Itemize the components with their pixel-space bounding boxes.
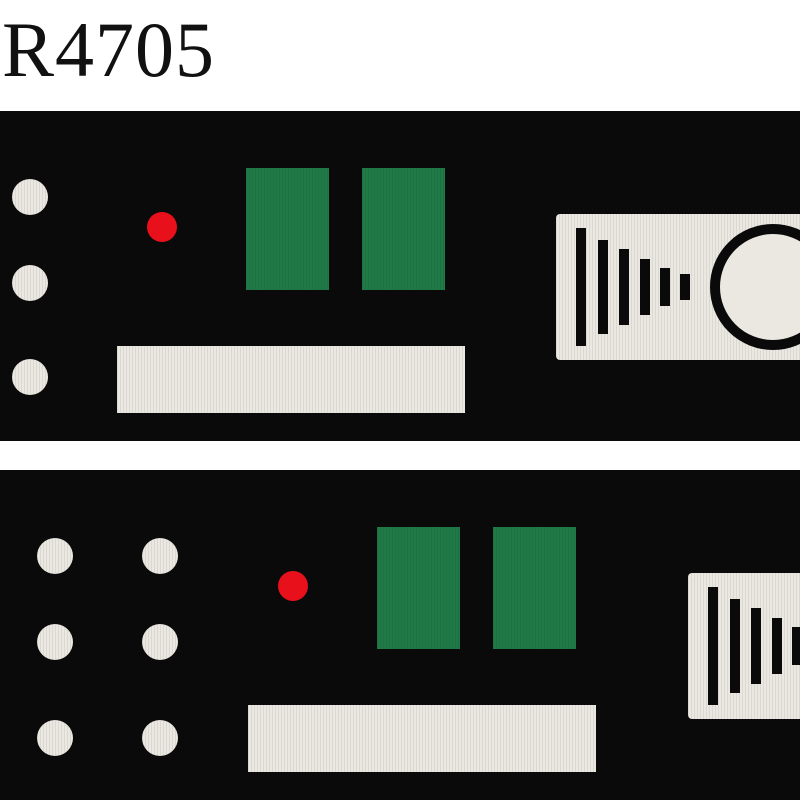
green-square bbox=[362, 168, 445, 290]
stripe bbox=[708, 587, 718, 705]
green-square bbox=[377, 527, 460, 649]
ribbon-swatch-top bbox=[0, 111, 800, 441]
green-square bbox=[246, 168, 329, 290]
white-dot bbox=[37, 720, 73, 756]
white-dot bbox=[12, 359, 48, 395]
white-dot bbox=[142, 624, 178, 660]
camera-panel bbox=[688, 573, 800, 719]
stripe bbox=[576, 228, 586, 346]
ribbon-swatch-bottom bbox=[0, 470, 800, 800]
stripe bbox=[619, 249, 629, 325]
red-dot bbox=[278, 571, 308, 601]
green-square bbox=[493, 527, 576, 649]
stripe bbox=[792, 627, 800, 665]
cream-bar bbox=[117, 346, 465, 413]
stripe bbox=[751, 608, 761, 684]
product-code: R4705 bbox=[2, 6, 216, 93]
stripe bbox=[772, 618, 782, 674]
stripe bbox=[730, 599, 740, 693]
white-dot bbox=[142, 720, 178, 756]
stripe bbox=[680, 274, 690, 300]
stripe bbox=[640, 259, 650, 315]
white-dot bbox=[37, 624, 73, 660]
white-dot bbox=[12, 179, 48, 215]
cream-bar bbox=[248, 705, 596, 772]
white-dot bbox=[142, 538, 178, 574]
camera-panel bbox=[556, 214, 800, 360]
stripe bbox=[660, 268, 670, 306]
lens-ring bbox=[710, 224, 800, 350]
stripe bbox=[598, 240, 608, 334]
red-dot bbox=[147, 212, 177, 242]
white-dot bbox=[37, 538, 73, 574]
white-dot bbox=[12, 265, 48, 301]
